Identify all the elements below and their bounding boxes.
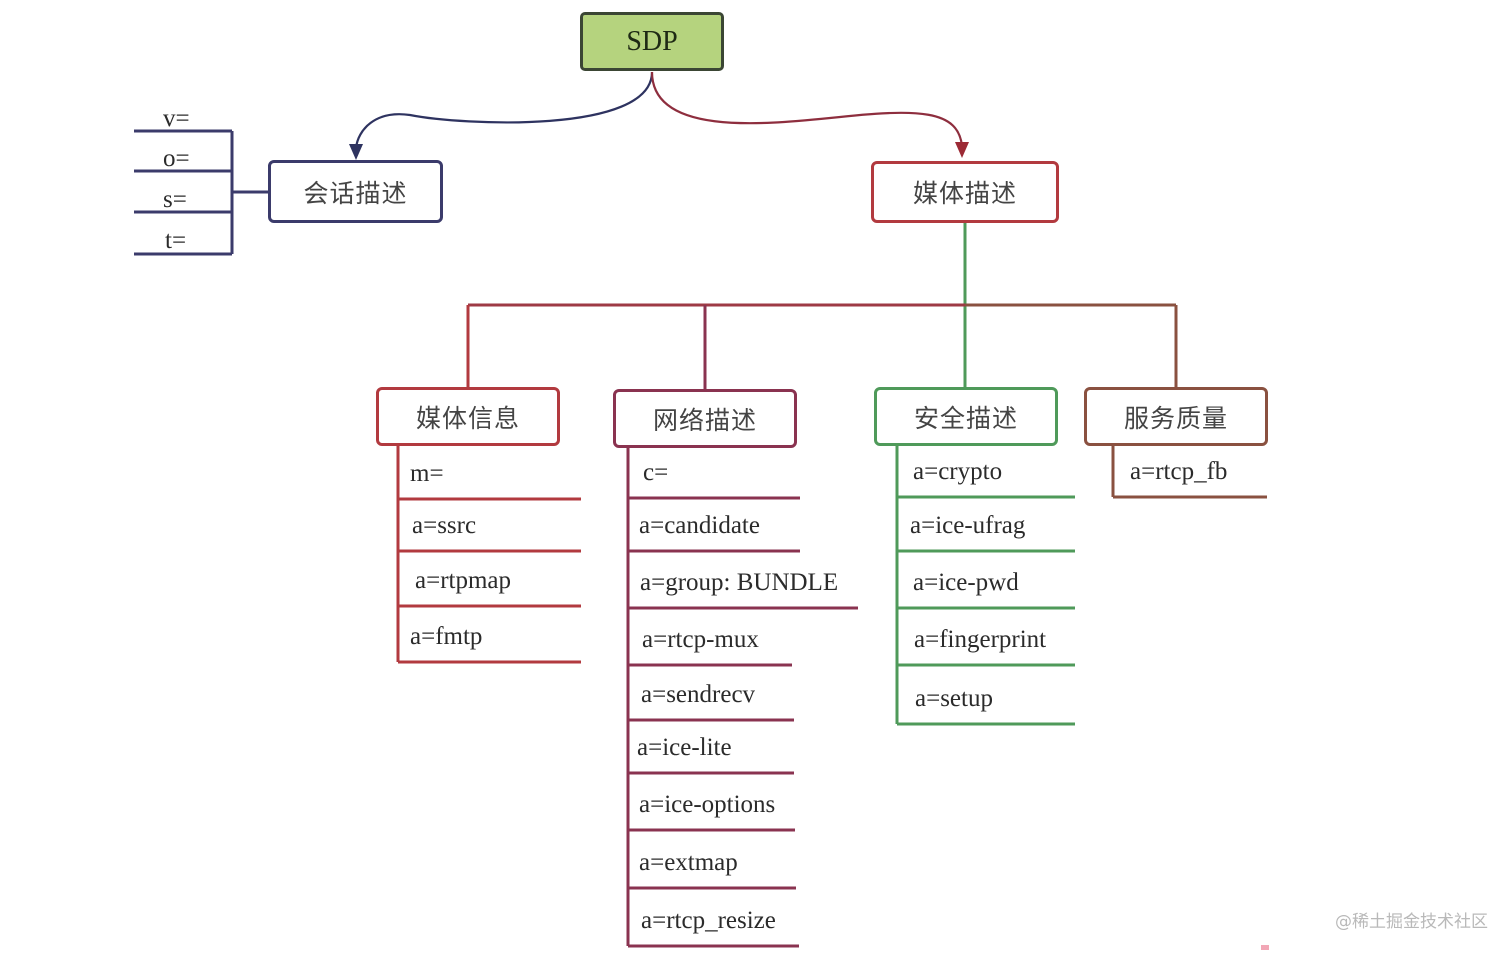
sdp-field: a=rtcp_resize	[641, 907, 776, 934]
group-label: 媒体信息	[415, 403, 520, 433]
sdp-root-node: SDP	[580, 12, 724, 71]
arrow-head-media-icon	[955, 142, 969, 158]
sdp-field: a=ice-pwd	[913, 569, 1019, 596]
media-description-node: 媒体描述	[871, 161, 1059, 223]
sdp-field: a=setup	[915, 685, 993, 712]
sdp-field: a=rtpmap	[415, 567, 512, 594]
sdp-field: a=ssrc	[412, 512, 477, 539]
sdp-field: c=	[643, 459, 669, 486]
sdp-field: a=candidate	[639, 512, 760, 539]
session-field-bracket	[134, 129, 268, 256]
session-field: s=	[163, 186, 187, 213]
sdp-field: a=group: BUNDLE	[640, 569, 839, 596]
group-node-qos: 服务质量	[1084, 387, 1268, 446]
sdp-field: a=rtcp-mux	[642, 626, 759, 653]
session-field: o=	[163, 145, 190, 172]
decorative-mark	[1261, 945, 1269, 950]
sdp-root-label: SDP	[626, 25, 678, 57]
session-description-label: 会话描述	[303, 178, 408, 208]
sdp-field: a=crypto	[913, 458, 1003, 485]
watermark: @稀土掘金技术社区	[1335, 912, 1488, 932]
session-field: t=	[165, 227, 187, 254]
sdp-field: a=ice-options	[639, 791, 776, 818]
sdp-field: a=extmap	[639, 849, 738, 876]
sdp-field: a=fingerprint	[914, 626, 1047, 653]
sdp-field: a=rtcp_fb	[1130, 458, 1228, 485]
group-label: 安全描述	[913, 403, 1018, 433]
group-node-media-info: 媒体信息	[376, 387, 560, 446]
connector-root-to-session	[354, 71, 654, 149]
sdp-field: a=ice-lite	[637, 734, 732, 761]
group-node-network: 网络描述	[613, 389, 797, 448]
group-label: 网络描述	[652, 405, 757, 435]
sdp-field: a=ice-ufrag	[910, 512, 1026, 539]
group-label: 服务质量	[1123, 403, 1228, 433]
sdp-field: m=	[410, 460, 444, 487]
sdp-field: a=fmtp	[410, 623, 483, 650]
group-node-security: 安全描述	[874, 387, 1058, 446]
arrow-head-session-icon	[349, 144, 363, 160]
media-description-label: 媒体描述	[912, 179, 1017, 208]
session-field: v=	[163, 105, 190, 132]
sdp-field: a=sendrecv	[641, 681, 756, 708]
session-description-node: 会话描述	[268, 160, 443, 223]
connector-root-to-media	[650, 71, 964, 147]
